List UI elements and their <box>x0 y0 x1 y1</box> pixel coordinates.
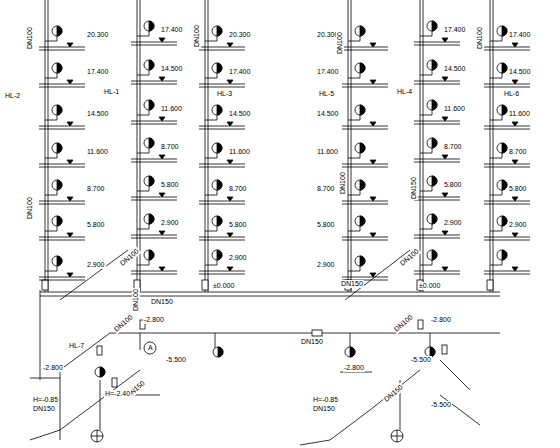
elevation-text: 8.700 <box>508 148 528 156</box>
elevation-text: 2.900 <box>160 219 180 227</box>
elevation-text: 5.800 <box>508 185 528 193</box>
elevation-text: 17.400 <box>508 31 531 39</box>
riser-tag: HL-2 <box>4 92 21 100</box>
elevation-text: 14.500 <box>228 110 251 118</box>
pipe-size: DN100 <box>336 31 344 55</box>
elevation-text: 11.600 <box>508 110 531 118</box>
elevation-text: -2.800 <box>42 364 64 372</box>
elevation-text: 17.400 <box>160 26 183 34</box>
elevation-text: 20.300 <box>228 31 251 39</box>
riser-tag: HL-6 <box>503 90 520 98</box>
elevation-text: 11.600 <box>316 148 339 156</box>
pipe-size: DN100 <box>339 171 347 195</box>
pipe-size: DN150 <box>150 298 174 306</box>
riser-tag: HL-1 <box>103 88 120 96</box>
elevation-text: 14.500 <box>160 65 183 73</box>
elevation-text: 8.700 <box>86 185 106 193</box>
pipe-size: DN100 <box>193 24 201 48</box>
riser-tag: HL-3 <box>216 90 233 98</box>
elevation-text: H=-0.85 <box>32 396 59 404</box>
elevation-text: -2.800 <box>430 316 452 324</box>
elevation-text: 5.800 <box>86 221 106 229</box>
elevation-text: 2.900 <box>316 261 336 269</box>
pipe-size: DN150 <box>312 405 336 413</box>
elevation-text: 5.800 <box>160 181 180 189</box>
elevation-text: 14.500 <box>508 68 531 76</box>
pipe-size: DN100 <box>132 288 140 312</box>
pipe-size: DN150 <box>382 383 405 404</box>
elevation-text: 2.900 <box>443 219 463 227</box>
elevation-text: 2.900 <box>508 221 528 229</box>
elevation-text: 8.700 <box>160 143 180 151</box>
riser-pipes <box>39 0 530 292</box>
elevation-text: 5.800 <box>443 181 463 189</box>
elevation-text: ±0.000 <box>212 282 235 290</box>
elevation-text: 5.800 <box>228 221 248 229</box>
riser-tag: HL-7 <box>68 342 85 350</box>
elevation-text: 8.700 <box>228 185 248 193</box>
pipe-size: DN150 <box>410 176 418 200</box>
elevation-text: 17.400 <box>86 68 109 76</box>
elevation-text: 11.600 <box>86 148 109 156</box>
elevation-text: 11.600 <box>160 105 183 113</box>
elevation-text: -2.800 <box>143 316 165 324</box>
elevation-text: 2.900 <box>86 261 106 269</box>
elevation-text: -5.500 <box>410 356 432 364</box>
riser-tag: HL-4 <box>396 88 413 96</box>
elevation-text: -5.500 <box>430 401 452 409</box>
elevation-text: 14.500 <box>86 110 109 118</box>
elevation-text: -5.500 <box>165 356 187 364</box>
elevation-text: 17.400 <box>443 26 466 34</box>
elevation-text: H=-0.85 <box>312 396 339 404</box>
pipe-size: DN150 <box>340 280 364 288</box>
pipe-size: DN150 <box>32 405 56 413</box>
pipe-size: DN150 <box>300 338 324 346</box>
elevation-text: 2.900 <box>228 254 248 262</box>
elevation-text: 8.700 <box>316 185 336 193</box>
pipe-size: DN100 <box>112 313 135 334</box>
elevation-text: 14.500 <box>316 110 339 118</box>
elevation-text: 11.600 <box>228 148 251 156</box>
elevation-text: 17.400 <box>316 68 339 76</box>
elevation-text: 20.300 <box>86 31 109 39</box>
pipe-size: DN100 <box>26 196 34 220</box>
elevation-text: -2.800 <box>343 364 365 372</box>
elevation-text: ±0.000 <box>418 282 441 290</box>
elevation-text: 8.700 <box>443 143 463 151</box>
elevation-text: 11.600 <box>443 105 466 113</box>
pipe-size: DN100 <box>392 313 415 334</box>
pipe-size: DN100 <box>476 26 484 50</box>
riser-tag: HL-5 <box>318 90 335 98</box>
elevation-text: 17.400 <box>228 68 251 76</box>
bottom-pipes <box>30 250 500 445</box>
elevation-text: 5.800 <box>316 221 336 229</box>
elevation-text: A <box>147 344 154 352</box>
pipe-size: DN100 <box>26 26 34 50</box>
elevation-text: H=-2.40 <box>104 390 131 398</box>
elevation-text: 14.500 <box>443 65 466 73</box>
